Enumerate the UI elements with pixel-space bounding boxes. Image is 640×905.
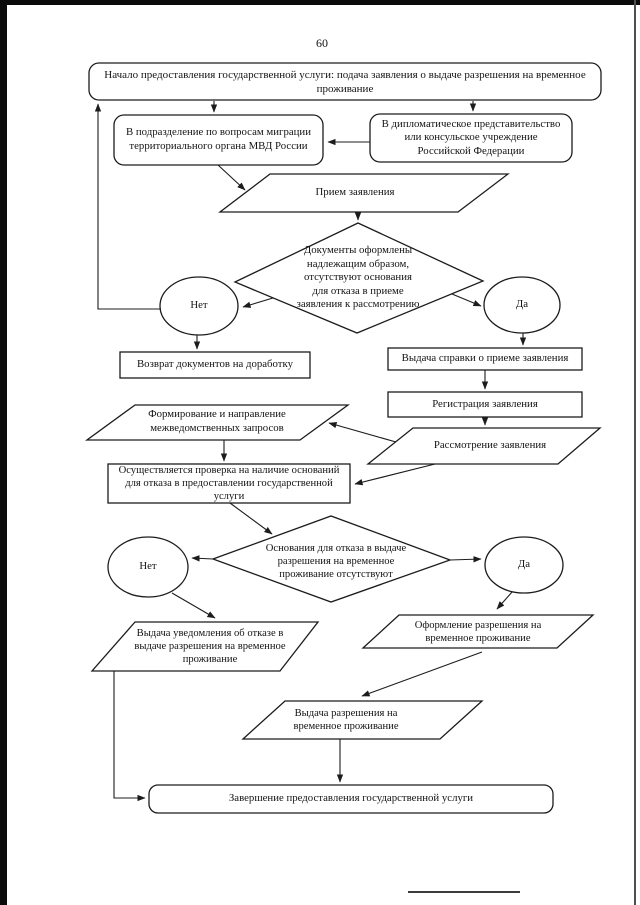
node-final-shape [148, 784, 554, 814]
node-no1-label: Нет [190, 299, 208, 312]
node-diplomatic-shape [369, 113, 573, 163]
node-uvedomlenie-label: Выдача уведомления об отказе в выдаче ра… [134, 628, 286, 665]
node-final-label: Завершение предоставления государственно… [228, 792, 474, 805]
arrow-rassmotrenie-to-proverka [354, 463, 436, 486]
node-no2-shape [107, 536, 189, 598]
arrow-oformlenie-to-vydacha [361, 651, 483, 697]
node-start-label: Начало предоставления государственной ус… [104, 68, 586, 95]
node-no2-label: Нет [139, 560, 157, 573]
node-registracia-shape [387, 391, 583, 418]
node-no1-shape [159, 276, 239, 336]
node-decision2-label: Основания для отказа в выдаче разрешения… [265, 543, 407, 580]
arrow-mvd-to-priem [217, 164, 246, 191]
arrow-decision2-to-yes2 [449, 556, 482, 563]
arrow-decision1-to-no1 [242, 297, 274, 308]
node-yes1-label: Да [515, 298, 529, 311]
node-yes1-shape [483, 276, 561, 334]
node-vozvrat-label: Возврат документов на доработку [136, 358, 294, 371]
node-vozvrat-shape [119, 351, 311, 379]
scan-border-right [634, 0, 636, 905]
page-number: 60 [316, 36, 328, 50]
scan-artifact-bottom-right [408, 891, 520, 893]
node-mvd-label: В подразделение по вопросам миграции тер… [126, 126, 311, 152]
arrow-no1-loop-to-start [94, 103, 161, 310]
node-rassmotrenie-shape [366, 427, 602, 465]
arrow-decision1-to-yes1 [451, 293, 482, 307]
node-priem-shape [218, 173, 510, 213]
node-start-shape [88, 62, 602, 101]
node-oformlenie-label: Оформление разрешения на временное прожи… [414, 620, 542, 644]
node-formirovanie-shape [85, 404, 350, 441]
scan-border-top [0, 0, 640, 5]
node-vydacha-label: Выдача разрешения на временное проживани… [293, 707, 399, 732]
node-yes2-shape [484, 536, 564, 594]
node-formirovanie-label: Формирование и направление межведомствен… [148, 408, 286, 434]
node-rassmotrenie-label: Рассмотрение заявления [433, 439, 547, 452]
arrow-no2-to-uvedomlenie [171, 592, 216, 619]
arrow-yes2-to-oformlenie [496, 591, 513, 610]
scan-border-left [0, 0, 7, 905]
node-proverka-label: Осуществляется проверка на наличие основ… [118, 465, 340, 502]
node-priem-label: Прием заявления [315, 186, 395, 199]
node-decision1-shape [233, 222, 485, 334]
node-spravka-label: Выдача справки о приеме заявления [401, 352, 569, 365]
node-yes2-label: Да [517, 558, 531, 571]
node-decision1-label: Документы оформлены надлежащим образом, … [296, 244, 420, 311]
node-oformlenie-shape [361, 614, 595, 649]
node-diplomatic-label: В дипломатическое представительство или … [381, 117, 561, 157]
node-registracia-label: Регистрация заявления [432, 397, 538, 410]
arrow-rassmotrenie-to-formirovanie [328, 421, 397, 443]
arrow-uvedomlenie-to-final [113, 671, 146, 802]
arrow-proverka-to-decision2 [229, 502, 273, 535]
node-vydacha-shape [241, 700, 484, 740]
arrow-decision2-to-no2 [191, 555, 214, 562]
node-uvedomlenie-shape [90, 621, 320, 672]
node-proverka-shape [107, 463, 351, 504]
